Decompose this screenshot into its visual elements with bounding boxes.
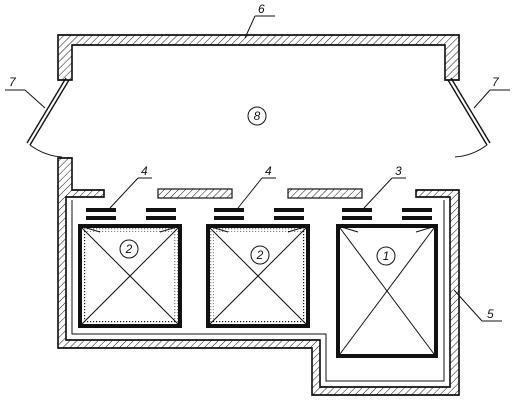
block-2-middle (206, 224, 310, 328)
callout-label-6: 6 (258, 2, 265, 16)
callout-label-3: 3 (395, 164, 402, 178)
label-8: 8 (254, 109, 261, 123)
left-flap (26, 77, 70, 158)
label-2-middle: 2 (256, 248, 264, 262)
callout-4-right: 4 (237, 164, 276, 209)
callout-label-5: 5 (487, 307, 494, 321)
callout-4-left: 4 (109, 164, 152, 209)
callout-5: 5 (453, 289, 502, 322)
callout-7-right: 7 (473, 75, 510, 109)
circle-label-1: 1 (376, 246, 396, 266)
lower-housing (57, 157, 460, 396)
callout-7-left: 7 (5, 75, 46, 109)
callout-label-4-right: 4 (265, 164, 272, 178)
callout-3: 3 (363, 164, 406, 209)
shelf-plates (157, 188, 363, 199)
block-2-left (78, 224, 182, 328)
callout-6: 6 (244, 2, 275, 39)
contact-bars (86, 208, 432, 220)
circle-label-2-left: 2 (119, 239, 139, 259)
label-1: 1 (383, 249, 390, 263)
callout-label-7-right: 7 (492, 75, 500, 89)
block-1-right (336, 224, 438, 358)
callout-label-7-left: 7 (9, 75, 17, 89)
callout-label-4-left: 4 (141, 164, 148, 178)
circle-label-8: 8 (247, 106, 267, 126)
top-wall (57, 34, 460, 81)
circle-label-2-middle: 2 (250, 245, 270, 265)
label-2-left: 2 (125, 242, 133, 256)
right-flap (447, 77, 491, 158)
